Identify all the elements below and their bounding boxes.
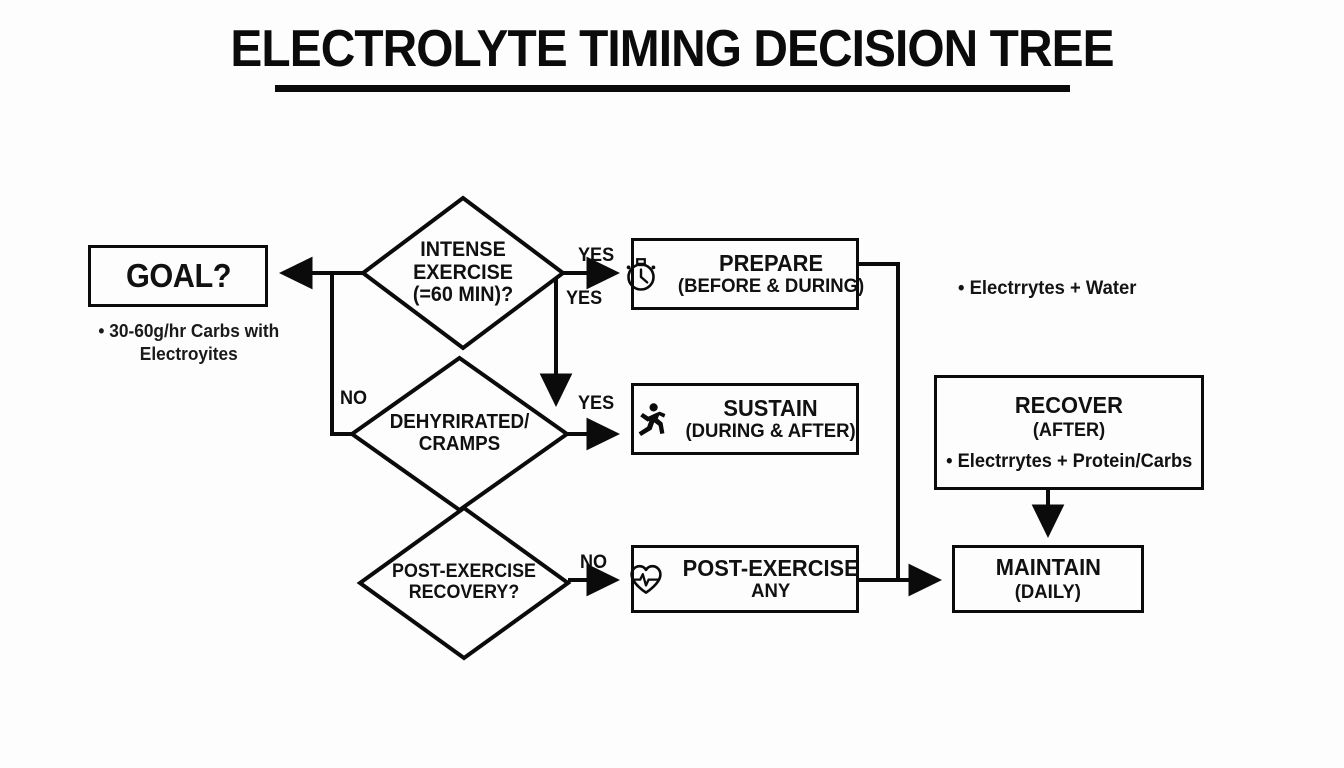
page-title: ELECTROLYTE TIMING DECISION TREE	[0, 22, 1344, 92]
goal-note: • 30-60g/hr Carbs with Electroyites	[98, 321, 280, 364]
edge-label-no-goal: NO	[340, 388, 368, 409]
decision-post-exercise-recovery-shape	[356, 505, 572, 661]
sustain-box[interactable]: SUSTAIN (DURING & AFTER)	[631, 383, 859, 455]
edge-label-yes-down: YES	[566, 288, 603, 309]
sustain-text: SUSTAIN (DURING & AFTER)	[681, 396, 860, 441]
edge-prepare-to-maintain-bus	[859, 262, 900, 580]
decision-line-2: CRAMPS	[418, 433, 501, 455]
page-title-text: ELECTROLYTE TIMING DECISION TREE	[230, 20, 1114, 78]
recover-bullet: • Electrrytes + Protein/Carbs	[945, 451, 1193, 472]
prepare-box[interactable]: PREPARE (BEFORE & DURING)	[626, 238, 864, 310]
recover-subtitle: (AFTER)	[1032, 420, 1106, 441]
title-underline	[274, 84, 1070, 92]
decision-dehydrated-cramps-label: DEHYRIRATED/ CRAMPS	[358, 358, 560, 510]
edge-no-to-dehydrated	[330, 273, 352, 436]
decision-dehydrated-cramps[interactable]: DEHYRIRATED/ CRAMPS	[352, 358, 567, 510]
decision-line-3: (=60 MIN)?	[412, 283, 514, 307]
stopwatch-icon	[626, 258, 656, 291]
post-exercise-title: POST-EXERCISE	[682, 555, 860, 582]
recover-title: RECOVER	[1014, 392, 1124, 418]
prepare-title: PREPARE	[718, 250, 824, 277]
decision-line-2: EXERCISE	[413, 260, 513, 284]
prepare-subtitle: (BEFORE & DURING)	[677, 274, 865, 297]
decision-line-1: DEHYRIRATED/	[389, 411, 530, 434]
prepare-box-inner: PREPARE (BEFORE & DURING)	[626, 251, 864, 296]
edge-label-yes-sustain: YES	[578, 393, 615, 414]
running-person-icon	[639, 403, 666, 436]
heart-pulse-icon	[630, 564, 663, 594]
decision-intense-exercise-shape	[359, 195, 567, 351]
post-exercise-text: POST-EXERCISE ANY	[678, 556, 863, 601]
goal-label: GOAL?	[125, 257, 231, 294]
post-exercise-box-inner: POST-EXERCISE ANY	[630, 556, 859, 601]
goal-box-inner: GOAL?	[91, 257, 265, 295]
recover-box[interactable]: RECOVER (AFTER) • Electrrytes + Protein/…	[934, 375, 1204, 490]
maintain-title: MAINTAIN	[995, 554, 1101, 580]
water-note: • Electrrytes + Water	[958, 278, 1137, 299]
prepare-text: PREPARE (BEFORE & DURING)	[673, 251, 869, 296]
decision-intense-exercise[interactable]: INTENSE EXERCISE (=60 MIN)?	[363, 198, 563, 348]
maintain-subtitle: (DAILY)	[1014, 581, 1082, 603]
post-exercise-box[interactable]: POST-EXERCISE ANY	[630, 545, 859, 613]
goal-box[interactable]: GOAL?	[88, 245, 268, 307]
decision-intense-exercise-label: INTENSE EXERCISE (=60 MIN)?	[369, 198, 557, 348]
maintain-box[interactable]: MAINTAIN (DAILY)	[952, 545, 1144, 613]
post-exercise-subtitle: ANY	[751, 579, 791, 602]
sustain-subtitle: (DURING & AFTER)	[685, 419, 857, 442]
decision-line-2: RECOVERY?	[408, 582, 520, 603]
decision-line-1: POST-EXERCISE	[392, 561, 536, 583]
edge-label-no-postexercise: NO	[580, 552, 608, 573]
decision-line-1: INTENSE	[420, 237, 506, 261]
sustain-title: SUSTAIN	[723, 395, 819, 422]
decision-post-exercise-recovery-label: POST-EXERCISE RECOVERY?	[366, 508, 562, 658]
edge-label-yes-prepare: YES	[578, 245, 615, 266]
sustain-box-inner: SUSTAIN (DURING & AFTER)	[634, 396, 856, 441]
decision-post-exercise-recovery[interactable]: POST-EXERCISE RECOVERY?	[360, 508, 568, 658]
